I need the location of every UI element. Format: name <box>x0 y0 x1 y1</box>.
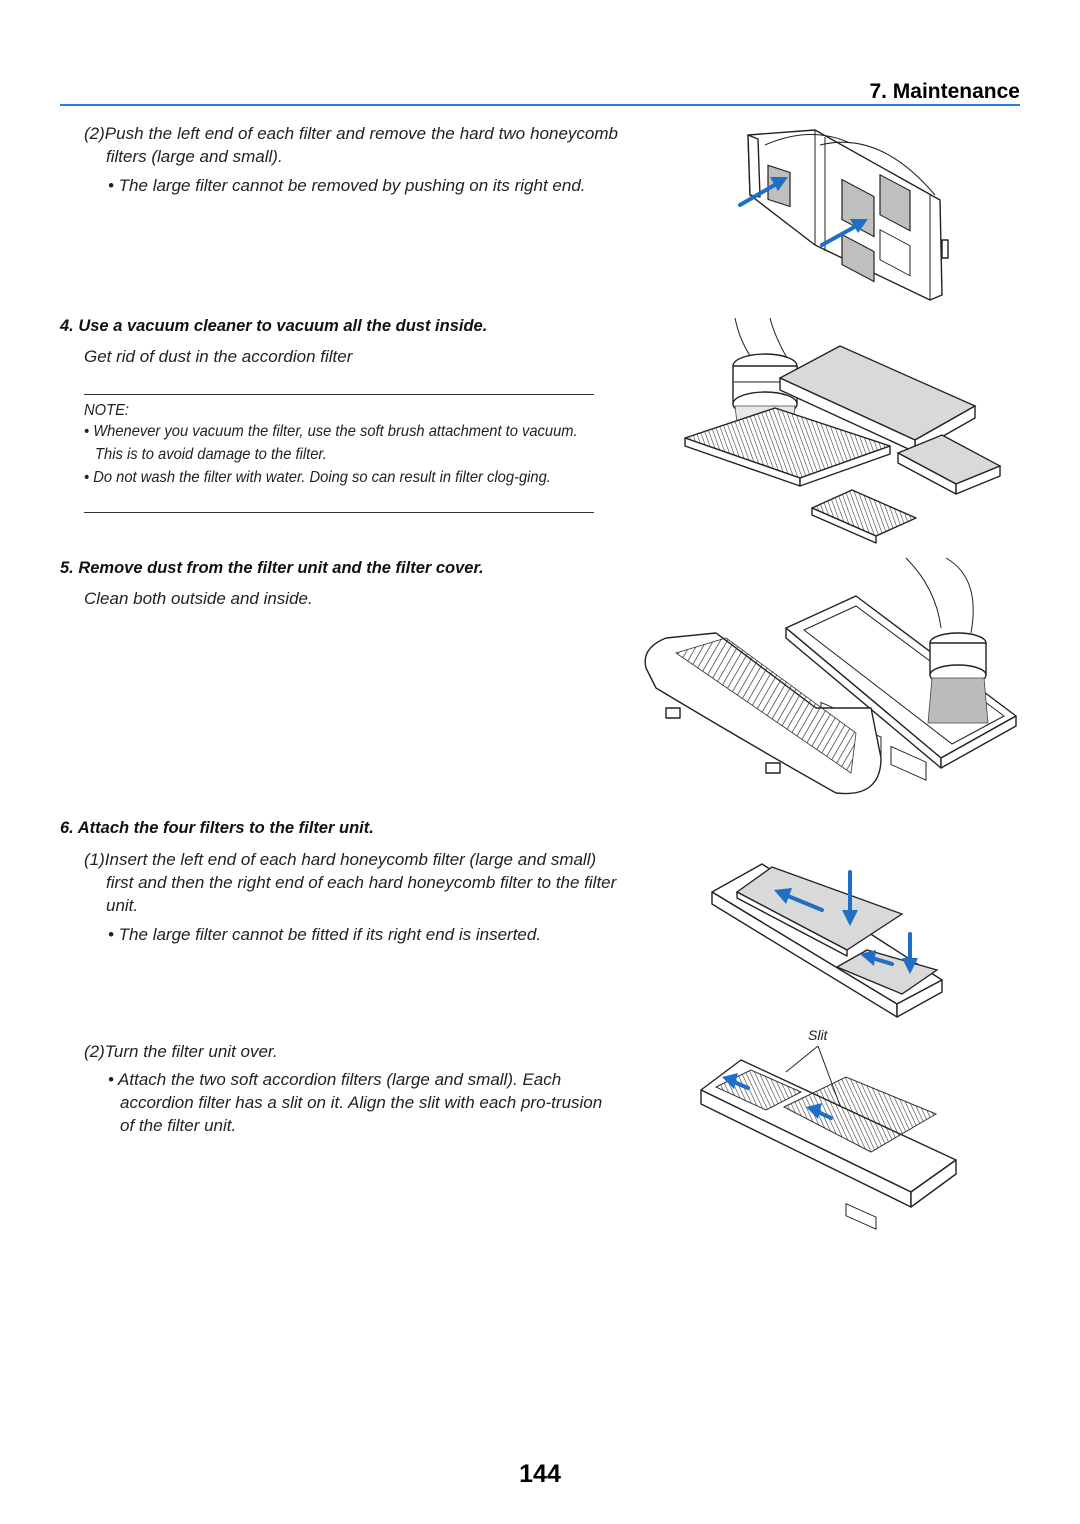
step6-sub1-text: (1)Insert the left end of each hard hone… <box>84 850 617 915</box>
step6-heading: 6. Attach the four filters to the filter… <box>60 819 374 837</box>
step3-sub2-text: (2)Push the left end of each filter and … <box>84 124 618 166</box>
figure-remove-honeycomb <box>738 129 949 301</box>
note-bottom-rule <box>84 512 594 513</box>
slit-label: Slit <box>808 1027 828 1043</box>
figure-attach-accordion <box>700 1045 957 1230</box>
step5-heading: 5. Remove dust from the filter unit and … <box>60 559 484 577</box>
figure-clean-unit-cover <box>644 557 1017 795</box>
step4-body: Get rid of dust in the accordion filter <box>84 347 353 366</box>
step6-sub2-bullet: • Attach the two soft accordion filters … <box>108 1070 603 1135</box>
note-top-rule <box>84 394 594 395</box>
step5-body: Clean both outside and inside. <box>84 589 313 608</box>
header-rule <box>60 104 1020 106</box>
note-item-2: • Do not wash the filter with water. Doi… <box>84 469 551 486</box>
figure-vacuum-filters <box>684 317 1002 544</box>
section-title: 7. Maintenance <box>869 80 1020 103</box>
note-label: NOTE: <box>84 402 129 419</box>
step6-sub2-text: (2)Turn the filter unit over. <box>84 1042 278 1061</box>
step4-heading: 4. Use a vacuum cleaner to vacuum all th… <box>60 317 488 335</box>
page-number: 144 <box>519 1460 561 1488</box>
step6-sub1-bullet: • The large filter cannot be fitted if i… <box>108 925 542 944</box>
step3-sub2-bullet: • The large filter cannot be removed by … <box>108 176 586 195</box>
note-item-1: • Whenever you vacuum the filter, use th… <box>84 423 578 463</box>
figure-insert-honeycomb <box>711 863 943 1018</box>
